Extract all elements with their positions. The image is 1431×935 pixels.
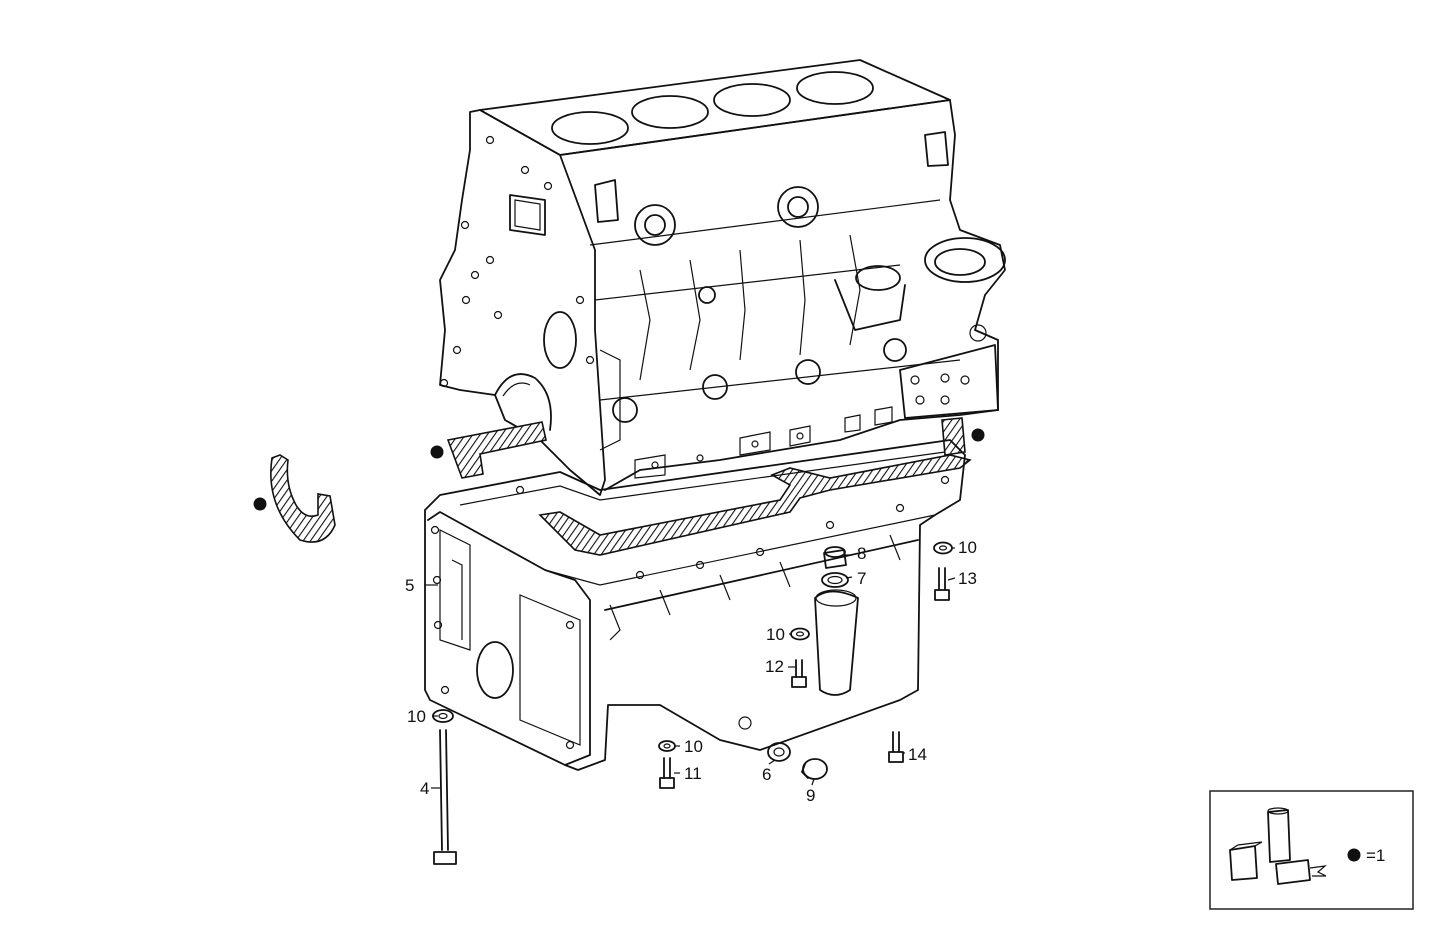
oil-pan-gasket	[538, 454, 972, 556]
callout-5: 5	[405, 576, 414, 595]
legend-text: =1	[1366, 846, 1385, 865]
gasket-kit-icon	[1229, 807, 1327, 885]
engine-block	[439, 59, 1006, 496]
washer	[790, 627, 810, 641]
set-marker-dot	[430, 445, 444, 459]
sealing-ring	[767, 742, 791, 762]
washer	[933, 541, 953, 555]
leader-lines	[425, 547, 956, 789]
set-marker-dot	[971, 428, 985, 442]
bolt	[934, 567, 950, 601]
bolt	[791, 659, 807, 688]
callout-7: 7	[857, 569, 866, 588]
washer	[658, 740, 676, 752]
callout-6: 6	[762, 765, 771, 784]
callout-10: 10	[407, 707, 426, 726]
callout-10: 10	[958, 538, 977, 557]
bolt	[888, 731, 904, 763]
callout-4: 4	[420, 779, 429, 798]
callout-13: 13	[958, 569, 977, 588]
crankshaft-seal	[270, 454, 336, 543]
callout-14: 14	[908, 745, 927, 764]
sealing-ring	[821, 572, 849, 588]
bolt	[659, 757, 675, 789]
set-marker-dot	[253, 497, 267, 511]
callout-10: 10	[684, 737, 703, 756]
oil-pan	[424, 439, 966, 771]
callout-8: 8	[857, 544, 866, 563]
legend-box: =1	[1209, 790, 1414, 910]
long-bolt	[433, 729, 457, 865]
legend-marker-dot	[1347, 848, 1361, 862]
callout-12: 12	[765, 657, 784, 676]
rear-seal-gasket-left	[446, 421, 547, 479]
rear-seal-gasket-right	[941, 417, 966, 456]
callout-10: 10	[766, 625, 785, 644]
plug	[801, 758, 828, 780]
callout-9: 9	[806, 786, 815, 805]
drain-plug	[823, 546, 847, 569]
callout-11: 11	[684, 764, 702, 783]
